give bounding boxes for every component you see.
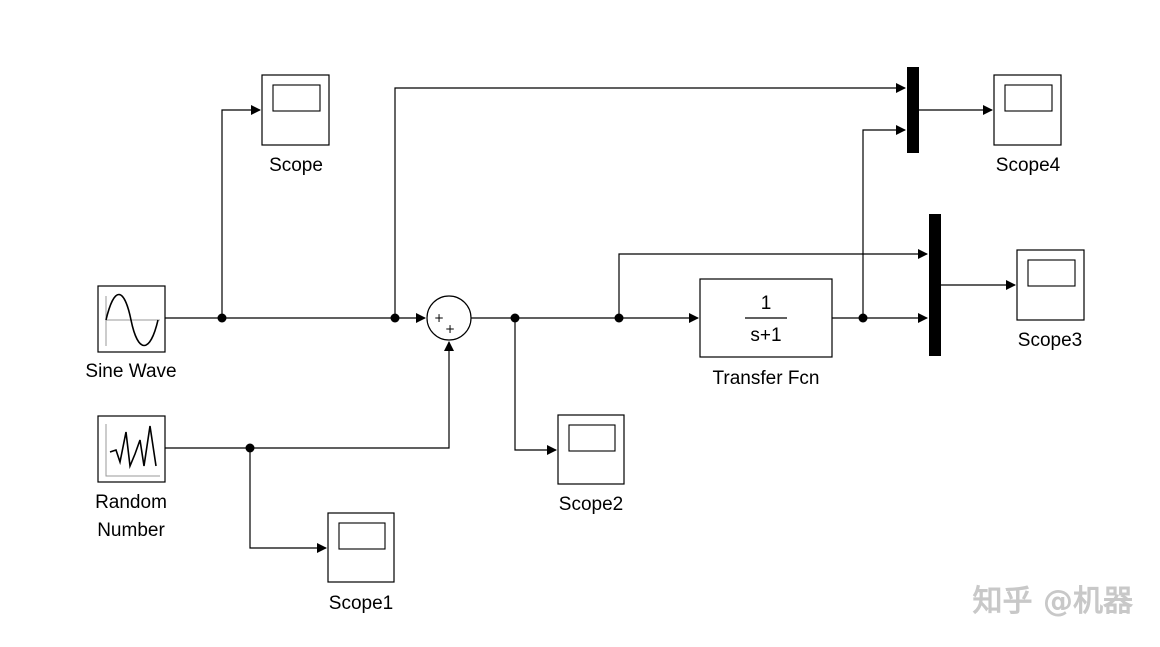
junction-dot — [614, 313, 624, 323]
scope-block[interactable] — [261, 74, 330, 146]
signal-lines — [165, 83, 1016, 553]
junction-dot — [245, 443, 255, 453]
junction-dot — [217, 313, 227, 323]
wire-random-to-sum[interactable] — [165, 341, 454, 449]
sum-sign-bottom: + — [445, 322, 455, 336]
scope-screen-icon — [568, 424, 616, 452]
transfer-fcn-block[interactable]: 1 s+1 — [699, 278, 833, 358]
random-number-label-line2: Number — [97, 520, 165, 541]
scope-screen-icon — [272, 84, 321, 112]
wire-sum-to-scope2[interactable] — [514, 318, 557, 455]
sum-block[interactable]: + + — [426, 295, 472, 341]
tf-denominator: s+1 — [750, 325, 781, 346]
scope-screen-icon — [1027, 259, 1076, 287]
scope3-block[interactable] — [1016, 249, 1085, 321]
tf-numerator: 1 — [761, 293, 772, 314]
random-number-label-line1: Random — [95, 492, 167, 513]
mux-scope3[interactable] — [929, 214, 941, 356]
sine-wave-block[interactable] — [97, 285, 166, 353]
scope4-label: Scope4 — [996, 155, 1061, 176]
junction-dot — [858, 313, 868, 323]
junction-dot — [390, 313, 400, 323]
wire-sine-to-mux4[interactable] — [394, 83, 906, 318]
scope2-block[interactable] — [557, 414, 625, 485]
scope-screen-icon — [338, 522, 386, 550]
scope-screen-icon — [1004, 84, 1053, 112]
mux-scope4[interactable] — [907, 67, 919, 153]
scope1-block[interactable] — [327, 512, 395, 583]
sine-wave-label: Sine Wave — [85, 361, 176, 382]
scope4-block[interactable] — [993, 74, 1062, 146]
wire-random-to-scope1[interactable] — [249, 448, 327, 553]
sum-sign-top: + — [434, 311, 444, 325]
wire-sine-to-scope[interactable] — [221, 105, 261, 318]
wire-sum-to-mux3[interactable] — [618, 249, 928, 318]
junction-dot — [510, 313, 520, 323]
scope3-label: Scope3 — [1018, 330, 1082, 351]
sine-wave-icon — [105, 294, 159, 347]
scope-label: Scope — [269, 155, 323, 176]
scope1-label: Scope1 — [329, 593, 393, 614]
watermark: 知乎 @机器 — [973, 584, 1134, 619]
scope2-label: Scope2 — [559, 494, 623, 515]
random-signal-icon — [109, 425, 157, 470]
transfer-fcn-label: Transfer Fcn — [713, 368, 820, 389]
wire-tf-to-mux4[interactable] — [862, 125, 906, 318]
random-number-block[interactable] — [97, 415, 166, 483]
junction-points — [217, 313, 868, 453]
